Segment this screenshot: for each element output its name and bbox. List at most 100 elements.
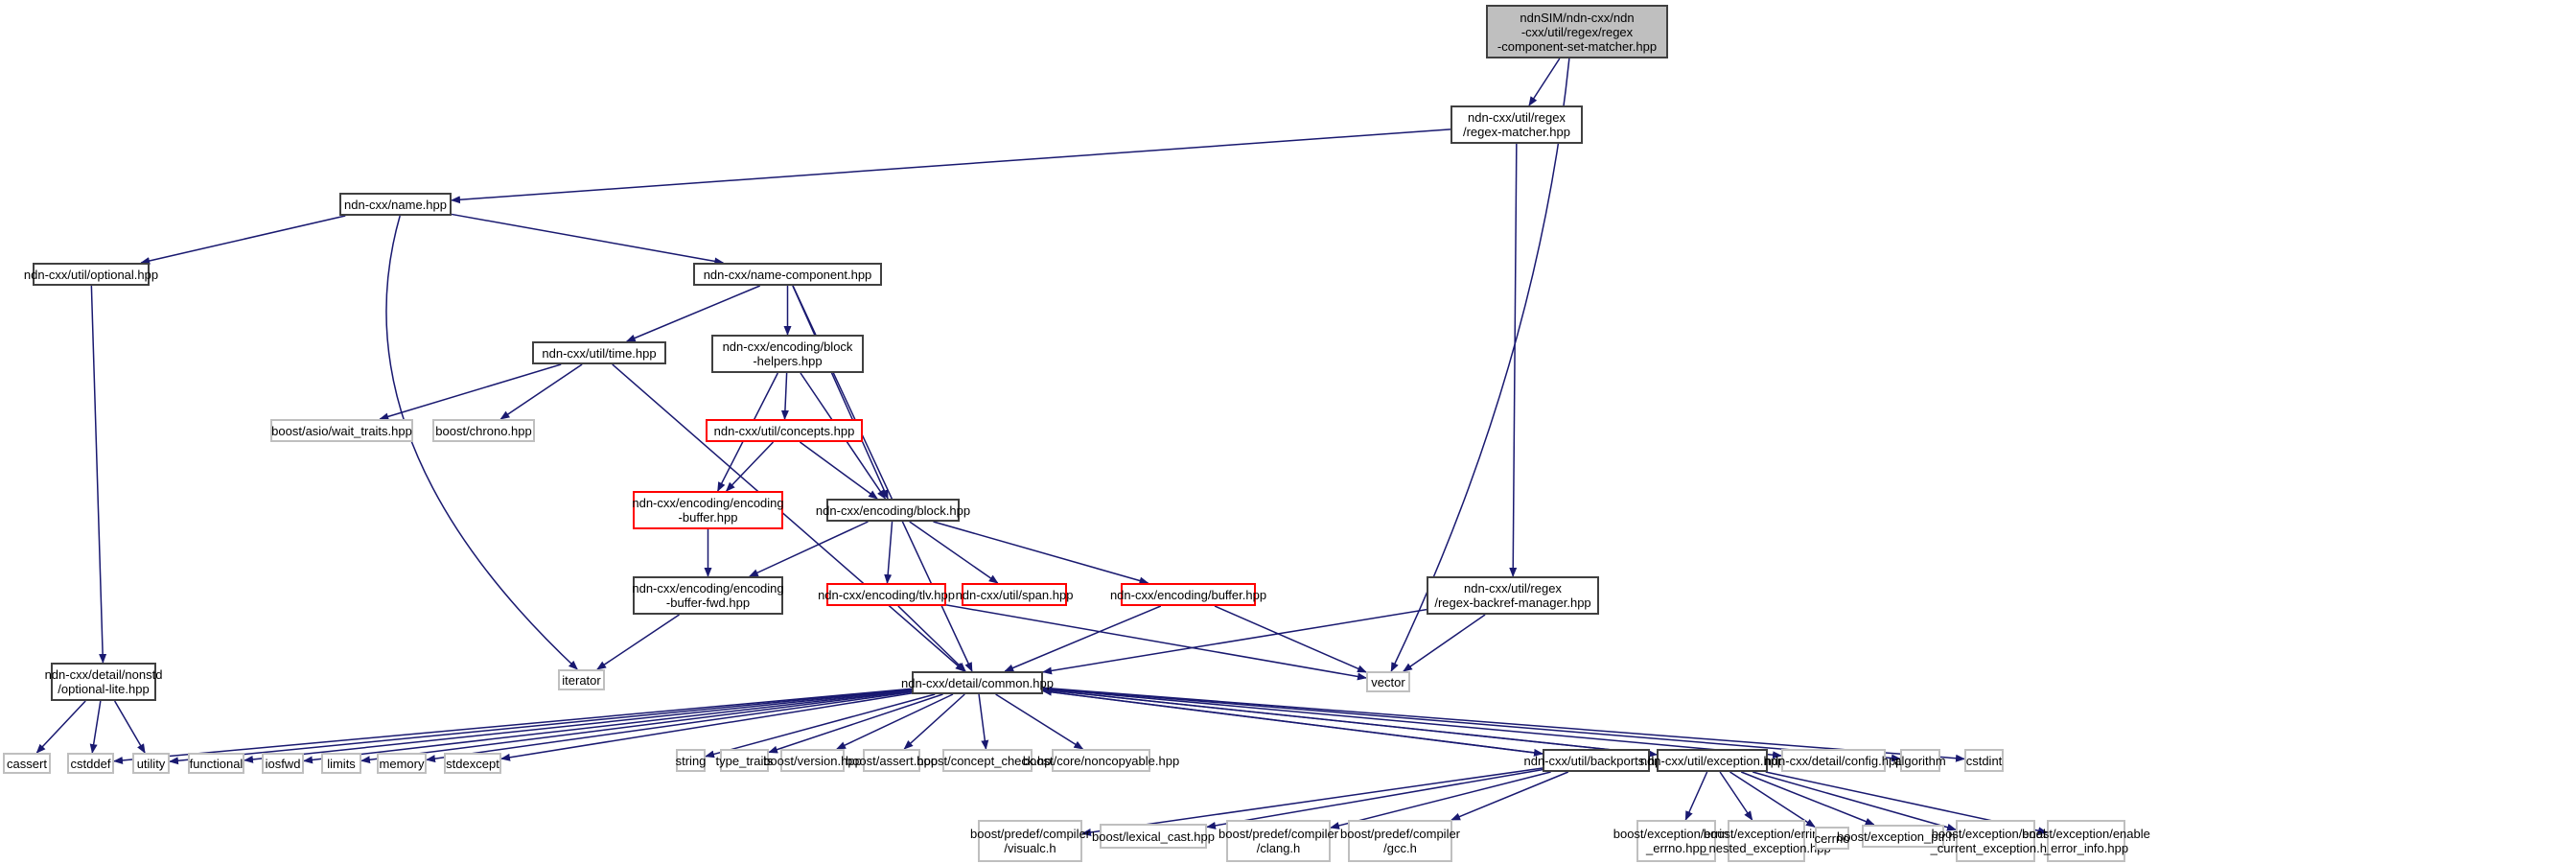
edge-exception-to-common xyxy=(1042,687,1658,756)
edge-root-to-regex-matcher xyxy=(1528,58,1561,106)
edge-common-to-concept-check xyxy=(978,693,989,750)
edge-concepts-to-block xyxy=(799,441,878,500)
edge-block-helpers-to-concepts xyxy=(780,372,789,420)
edge-buffer-to-common xyxy=(1004,605,1162,672)
node-algorithm: algorithm xyxy=(1894,749,1946,772)
edge-common-to-config xyxy=(1042,688,1782,759)
edge-time-to-common xyxy=(612,363,965,672)
node-optional[interactable]: ndn-cxx/util/optional.hpp xyxy=(24,263,158,286)
edge-optional-to-optional-lite xyxy=(90,285,107,664)
node-encoding-buffer[interactable]: ndn-cxx/encoding/encoding -buffer.hpp xyxy=(632,491,784,529)
node-common[interactable]: ndn-cxx/detail/common.hpp xyxy=(901,671,1054,694)
node-functional: functional xyxy=(188,753,244,774)
edge-name-to-iterator xyxy=(385,215,578,670)
edge-time-to-chrono xyxy=(499,363,583,420)
node-name-component[interactable]: ndn-cxx/name-component.hpp xyxy=(693,263,882,286)
node-tlv[interactable]: ndn-cxx/encoding/tlv.hpp xyxy=(818,583,955,606)
node-cstddef: cstddef xyxy=(67,753,114,774)
node-time[interactable]: ndn-cxx/util/time.hpp xyxy=(532,341,666,364)
edge-concepts-to-encoding-buffer xyxy=(725,441,775,492)
node-noncopyable: boost/core/noncopyable.hpp xyxy=(1023,749,1179,772)
node-config: ndn-cxx/detail/config.hpp xyxy=(1765,749,1902,772)
edge-common-to-utility xyxy=(169,688,913,765)
edge-backports-to-lexical-cast xyxy=(1206,768,1543,829)
edge-backref-manager-to-common xyxy=(1042,608,1427,675)
node-utility: utility xyxy=(132,753,170,774)
node-boost-assert: boost/assert.hpp xyxy=(846,749,938,772)
edge-optional-lite-to-cstddef xyxy=(89,700,102,754)
node-visualc: boost/predef/compiler /visualc.h xyxy=(970,820,1090,862)
edge-exception-to-enable-current xyxy=(1752,771,1957,831)
edge-backports-to-gcc xyxy=(1450,771,1569,821)
edge-common-to-noncopyable xyxy=(995,693,1084,750)
edge-block-to-span xyxy=(909,521,999,584)
node-vector: vector xyxy=(1366,671,1410,692)
node-memory: memory xyxy=(377,753,427,774)
edge-name-component-to-block xyxy=(792,285,889,500)
edge-tlv-to-vector xyxy=(945,604,1367,681)
edge-common-to-cstdint xyxy=(1042,687,1965,762)
edge-regex-matcher-to-backref-manager xyxy=(1509,143,1518,577)
edge-common-to-cstddef xyxy=(113,688,913,764)
node-cerrno: cerrno xyxy=(1815,827,1849,850)
edge-backports-to-clang xyxy=(1330,771,1551,829)
edge-block-to-encoding-buffer-fwd xyxy=(748,521,869,577)
node-boost-version: boost/version.hpp xyxy=(763,749,862,772)
node-encoding-buffer-fwd[interactable]: ndn-cxx/encoding/encoding -buffer-fwd.hp… xyxy=(632,576,784,615)
edge-name-to-name-component xyxy=(451,213,725,266)
edge-time-to-wait-traits xyxy=(379,363,562,421)
edge-common-to-iosfwd xyxy=(303,689,913,764)
edge-optional-lite-to-utility xyxy=(113,700,146,754)
node-backref-manager[interactable]: ndn-cxx/util/regex /regex-backref-manage… xyxy=(1427,576,1599,615)
edge-backports-to-visualc xyxy=(1081,767,1543,836)
edge-common-to-boost-assert xyxy=(903,693,965,750)
node-concepts[interactable]: ndn-cxx/util/concepts.hpp xyxy=(706,419,863,442)
edge-buffer-to-vector xyxy=(1214,605,1367,673)
node-block[interactable]: ndn-cxx/encoding/block.hpp xyxy=(816,499,970,522)
node-root[interactable]: ndnSIM/ndn-cxx/ndn -cxx/util/regex/regex… xyxy=(1486,5,1668,58)
node-regex-matcher[interactable]: ndn-cxx/util/regex /regex-matcher.hpp xyxy=(1450,105,1583,144)
edge-common-to-type-traits xyxy=(768,693,943,754)
edge-encoding-buffer-fwd-to-iterator xyxy=(596,614,680,670)
edge-backref-manager-to-vector xyxy=(1403,614,1486,672)
node-name[interactable]: ndn-cxx/name.hpp xyxy=(339,193,452,216)
node-iosfwd: iosfwd xyxy=(262,753,304,774)
edge-common-to-stdexcept xyxy=(500,692,913,761)
node-concept-check: boost/concept_check.hpp xyxy=(917,749,1058,772)
edge-regex-matcher-to-name xyxy=(451,128,1451,204)
edge-block-to-buffer xyxy=(933,521,1149,585)
node-enable-current: boost/exception/enable _current_exceptio… xyxy=(1931,820,2060,862)
edge-name-to-optional xyxy=(140,215,346,265)
edge-optional-lite-to-cassert xyxy=(35,700,86,754)
node-optional-lite[interactable]: ndn-cxx/detail/nonstd /optional-lite.hpp xyxy=(45,663,162,701)
edge-exception-to-errinfo-nested xyxy=(1719,771,1753,821)
node-gcc: boost/predef/compiler /gcc.h xyxy=(1340,820,1460,862)
node-buffer[interactable]: ndn-cxx/encoding/buffer.hpp xyxy=(1110,583,1266,606)
edge-exception-to-exception-ptr xyxy=(1740,771,1875,826)
node-cassert: cassert xyxy=(3,753,51,774)
node-iterator: iterator xyxy=(558,669,605,690)
node-cstdint: cstdint xyxy=(1964,749,2004,772)
node-clang: boost/predef/compiler /clang.h xyxy=(1218,820,1338,862)
node-block-helpers[interactable]: ndn-cxx/encoding/block -helpers.hpp xyxy=(711,335,864,373)
node-backports[interactable]: ndn-cxx/util/backports.hpp xyxy=(1523,749,1669,772)
node-type-traits: type_traits xyxy=(716,749,774,772)
edge-common-to-functional xyxy=(244,689,913,763)
edge-exception-to-cerrno xyxy=(1729,771,1816,828)
node-errinfo-nested: boost/exception/errinfo _nested_exceptio… xyxy=(1702,820,1831,862)
node-enable-error-info: boost/exception/enable _error_info.hpp xyxy=(2022,820,2150,862)
edge-common-to-boost-version xyxy=(836,693,954,750)
edge-exception-to-errinfo-errno xyxy=(1684,771,1708,821)
node-exception[interactable]: ndn-cxx/util/exception.hpp xyxy=(1640,749,1784,772)
edge-name-component-to-time xyxy=(625,285,761,342)
edge-tlv-to-common xyxy=(897,605,966,672)
node-wait-traits: boost/asio/wait_traits.hpp xyxy=(270,419,413,442)
node-span[interactable]: ndn-cxx/util/span.hpp xyxy=(956,583,1073,606)
node-string: string xyxy=(676,749,706,772)
node-lexical-cast: boost/lexical_cast.hpp xyxy=(1092,824,1215,849)
node-errinfo-errno: boost/exception/errinfo _errno.hpp xyxy=(1613,820,1739,862)
node-stdexcept: stdexcept xyxy=(444,753,501,774)
edge-common-to-string xyxy=(705,693,936,759)
edge-common-to-memory xyxy=(426,690,913,763)
